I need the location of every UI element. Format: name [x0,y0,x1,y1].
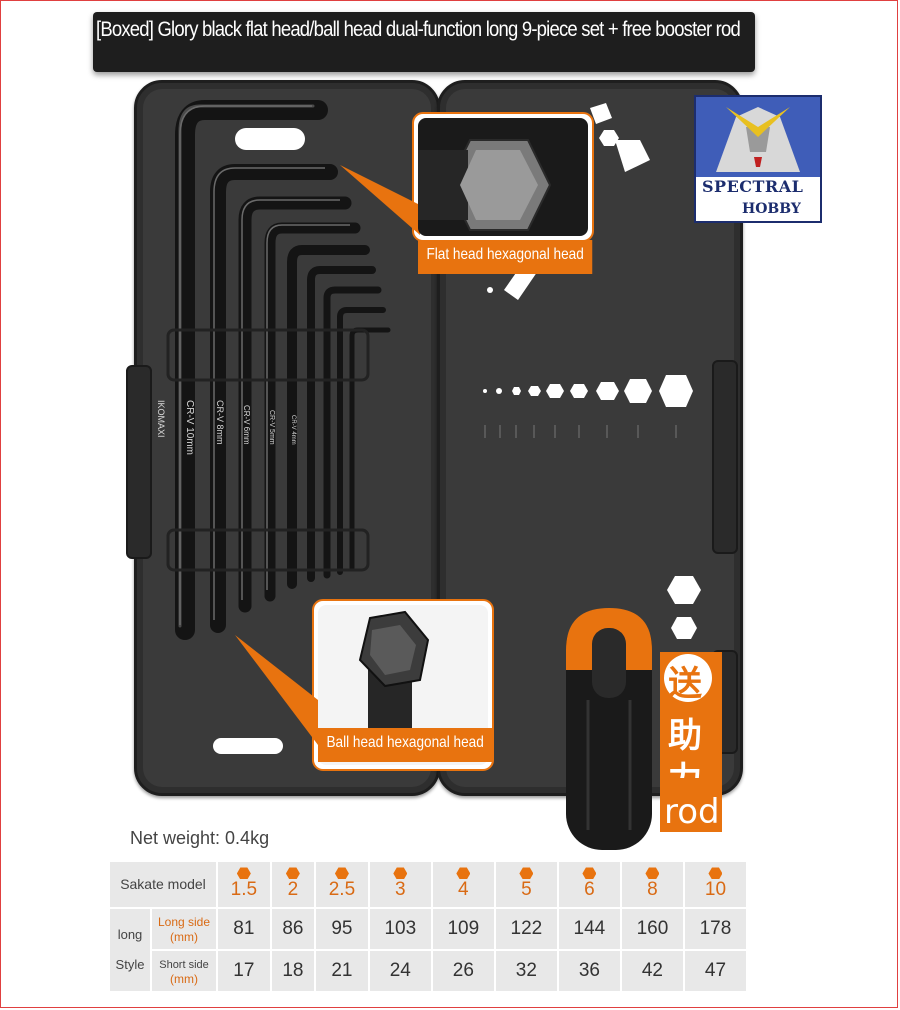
logo-text-line1: SPECTRAL [702,177,804,196]
hex-key-wrenches [175,100,391,640]
wrench-highlights [179,105,350,625]
long-side-cell: 178 [682,906,749,951]
product-title: [Boxed] Glory black flat head/ball head … [96,18,741,41]
long-side-cell: 103 [367,906,433,951]
hex-icon [708,867,723,880]
size-cell: 8 [619,860,685,909]
size-cell: 2 [269,860,317,909]
short-side-cell: 36 [556,948,622,994]
long-side-cell: 81 [216,906,272,951]
hex-icon [645,867,660,880]
hex-size-gauge [483,375,693,407]
spectral-hobby-logo: SPECTRAL HOBBY [694,95,822,223]
size-cell: 5 [493,860,559,909]
case-grip-top [235,128,305,150]
short-side-cell: 21 [314,948,370,994]
size-cell: 10 [682,860,749,909]
wrench-clips [166,328,370,572]
long-side-cell: 86 [269,906,317,951]
hex-icon [582,867,597,880]
flat-head-callout-pointer [340,165,420,235]
hex-icon [334,867,349,880]
short-side-cell: 17 [216,948,272,994]
logo-text-line2: HOBBY [742,201,801,217]
wrench-marking-4mm: CR-V 4mm [290,415,296,445]
long-side-cell: 95 [314,906,370,951]
hex-icon [236,867,251,880]
long-side-cell: 144 [556,906,622,951]
case-grip-bottom [213,738,283,754]
table-row: Short side(mm) 17 18 21 24 26 32 36 42 4… [109,948,749,994]
size-cell: 1.5 [216,860,272,909]
short-side-cell: 32 [493,948,559,994]
hex-icon [519,867,534,880]
long-side-cell: 122 [493,906,559,951]
gift-char-force: 力 [668,752,702,778]
long-side-label: Long side(mm) [150,906,218,951]
short-side-label: Short side(mm) [150,948,218,994]
gift-char-help: 助 [668,716,702,756]
size-cell: 2.5 [314,860,370,909]
short-side-cell: 42 [619,948,685,994]
ball-head-callout-label: Ball head hexagonal head [318,728,493,762]
size-cell: 4 [430,860,496,909]
long-side-cell: 109 [430,906,496,951]
hinge-right [712,360,738,554]
short-side-cell: 18 [269,948,317,994]
ball-head-callout-pointer [235,635,318,745]
wrench-marking-5mm: CR-V 5mm [268,410,275,445]
short-side-cell: 26 [430,948,496,994]
table-row: Sakate model 1.5 2 2.5 3 4 5 6 8 10 [108,860,749,909]
long-side-cell: 160 [619,906,685,951]
size-cell: 3 [367,860,433,909]
short-side-cell: 24 [367,948,433,994]
wrench-marking-6mm: CR-V 6mm [242,405,251,445]
title-banner [93,12,755,72]
net-weight: Net weight: 0.4kg [130,828,270,848]
wrench-marking-10mm: CR-V 10mm [184,400,195,456]
wrench-marking-8mm: CR-V 8mm [215,400,225,445]
hex-gauge-ticks [484,425,677,438]
gift-char-send: 送 [668,664,702,704]
hex-icon [393,867,408,880]
flat-head-callout-label: Flat head hexagonal head [418,240,593,274]
size-cell: 6 [556,860,622,909]
gift-word-rod: rod [664,792,720,832]
model-label: Sakate model [108,860,218,909]
brand-mark-10mm: IKOMAXI [156,400,166,438]
hinge-left [126,365,152,559]
spec-table: Sakate model 1.5 2 2.5 3 4 5 6 8 10 long… [108,860,749,994]
gift-badge-circle [664,654,712,702]
hex-icon [456,867,471,880]
robot-head-icon [696,97,820,177]
booster-rod [566,608,652,850]
hex-icon [285,867,300,880]
short-side-cell: 47 [682,948,749,994]
